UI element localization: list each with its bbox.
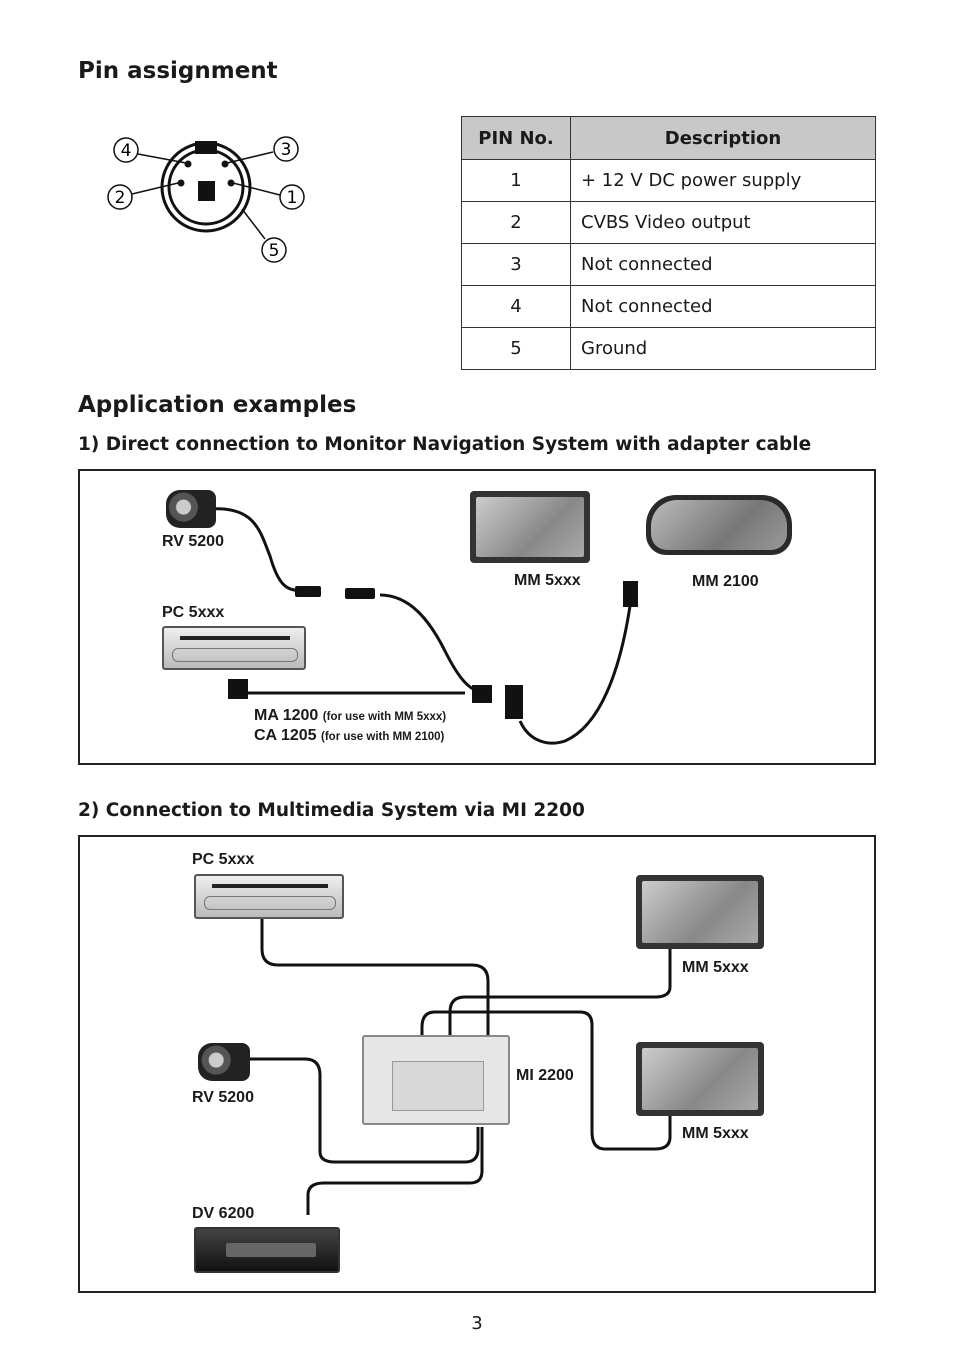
mi2200-box-image bbox=[362, 1035, 510, 1125]
pc5xxx-label: PC 5xxx bbox=[162, 604, 225, 621]
dv6200-label: DV 6200 bbox=[192, 1205, 255, 1222]
pc5xxx-player-image bbox=[162, 626, 306, 670]
example1-heading: 1) Direct connection to Monitor Navigati… bbox=[78, 434, 812, 455]
example2-diagram: PC 5xxx MM 5xxx MI 2200 MM 5xxx RV 5200 … bbox=[78, 835, 876, 1293]
pin-desc-cell: + 12 V DC power supply bbox=[570, 159, 876, 202]
pc5xxx-player-image-2 bbox=[194, 874, 344, 919]
mm5xxx-label: MM 5xxx bbox=[514, 572, 581, 589]
pin-desc-cell: Ground bbox=[570, 327, 876, 370]
camera-rv5200-image bbox=[166, 490, 216, 528]
pin-desc-cell: CVBS Video output bbox=[570, 201, 876, 244]
example1-diagram: RV 5200 PC 5xxx MM 5xxx MM 2100 MA 1200 … bbox=[78, 469, 876, 765]
camera-rv5200-image-2 bbox=[198, 1043, 250, 1081]
monitor-mm5xxx-bottom-image bbox=[636, 1042, 764, 1116]
pin-no-cell: 2 bbox=[461, 201, 571, 244]
pin-no-cell: 3 bbox=[461, 243, 571, 286]
pin-label-2: 2 bbox=[115, 188, 126, 208]
pin-assignment-heading: Pin assignment bbox=[78, 58, 278, 84]
page-number: 3 bbox=[471, 1313, 483, 1334]
rv5200-label: RV 5200 bbox=[162, 533, 224, 550]
ca1205-model: CA 1205 bbox=[254, 727, 317, 744]
pin-label-1: 1 bbox=[287, 188, 298, 208]
table-row: 5 Ground bbox=[461, 327, 876, 370]
application-examples-heading: Application examples bbox=[78, 392, 357, 418]
monitor-mm5xxx-image bbox=[470, 491, 590, 563]
mm2100-label: MM 2100 bbox=[692, 573, 759, 590]
pin-desc-cell: Not connected bbox=[570, 285, 876, 328]
pin-no-cell: 1 bbox=[461, 159, 571, 202]
table-row: 2 CVBS Video output bbox=[461, 201, 876, 244]
ma1200-model: MA 1200 bbox=[254, 707, 319, 724]
table-row: 3 Not connected bbox=[461, 243, 876, 286]
pin-table: PIN No. Description 1 + 12 V DC power su… bbox=[461, 116, 876, 370]
example2-cables bbox=[250, 917, 672, 1215]
pin-table-header-row: PIN No. Description bbox=[461, 116, 876, 160]
monitor-mm5xxx-top-image bbox=[636, 875, 764, 949]
example1-cables bbox=[209, 507, 638, 745]
mirror-mm2100-image bbox=[646, 495, 792, 555]
pin-desc-cell: Not connected bbox=[570, 243, 876, 286]
pin-no-cell: 5 bbox=[461, 327, 571, 370]
pin-label-4: 4 bbox=[121, 141, 132, 161]
ca1205-label: CA 1205 (for use with MM 2100) bbox=[254, 727, 444, 745]
table-row: 4 Not connected bbox=[461, 285, 876, 328]
rv5200-label-2: RV 5200 bbox=[192, 1089, 254, 1106]
table-row: 1 + 12 V DC power supply bbox=[461, 159, 876, 202]
ma1200-note: (for use with MM 5xxx) bbox=[322, 711, 447, 723]
pin-no-cell: 4 bbox=[461, 285, 571, 328]
ca1205-note: (for use with MM 2100) bbox=[321, 731, 445, 743]
ma1200-label: MA 1200 (for use with MM 5xxx) bbox=[254, 707, 446, 725]
pin-no-header: PIN No. bbox=[461, 116, 571, 160]
description-header: Description bbox=[570, 116, 876, 160]
pc5xxx-label-2: PC 5xxx bbox=[192, 851, 255, 868]
pin-label-5: 5 bbox=[269, 241, 280, 261]
pin-label-3: 3 bbox=[281, 140, 292, 160]
dv6200-player-image bbox=[194, 1227, 340, 1273]
example2-heading: 2) Connection to Multimedia System via M… bbox=[78, 800, 585, 821]
connector-pinout-diagram: 4 3 2 1 5 bbox=[107, 136, 305, 263]
mi2200-label: MI 2200 bbox=[516, 1067, 574, 1084]
mm5xxx-bottom-label: MM 5xxx bbox=[682, 1125, 749, 1142]
mm5xxx-top-label: MM 5xxx bbox=[682, 959, 749, 976]
